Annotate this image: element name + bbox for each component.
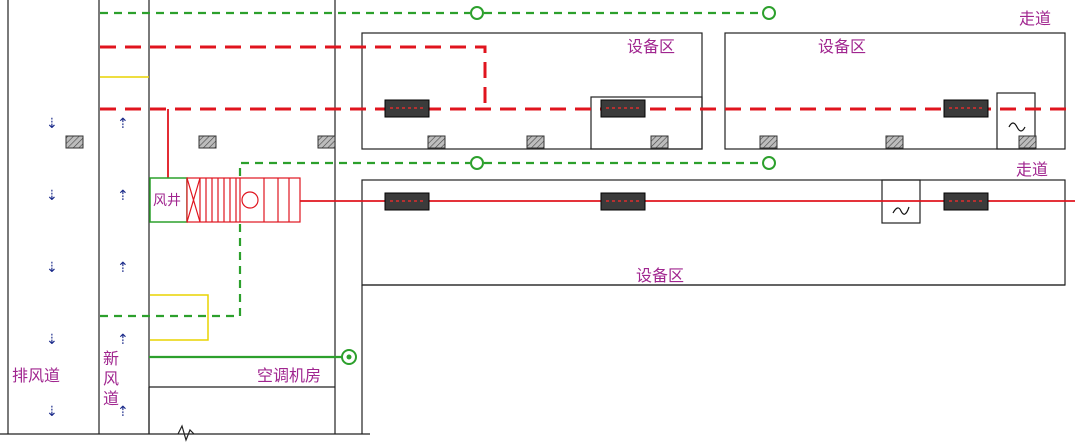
equipment-zone-label: 设备区: [627, 37, 675, 56]
green-valve-icons: [470, 6, 776, 170]
fan-coil-unit: [943, 192, 989, 211]
green-solid-pipe: [149, 349, 357, 365]
red-dashed-pipes: [100, 45, 1075, 111]
labels: 排风道 新 风 道 风井 空调机房 设备区 设备区 设备区 走道 走道: [12, 9, 1051, 408]
fresh-air-duct-label-3: 道: [103, 389, 119, 408]
fresh-air-arrow-icon: ⇡: [117, 188, 129, 204]
fresh-air-arrow-icon: ⇡: [117, 116, 129, 132]
yellow-lines: [100, 76, 209, 341]
fresh-air-arrow-icon: ⇡: [117, 404, 129, 420]
corridor-label: 走道: [1016, 160, 1048, 179]
fan-coil-unit: [384, 99, 430, 118]
fan-coil-units: [384, 99, 989, 211]
fan-coil-unit: [943, 99, 989, 118]
corridor-label: 走道: [1019, 9, 1051, 28]
fresh-air-duct-label-1: 新: [103, 349, 119, 368]
fresh-air-arrow-icon: ⇡: [117, 332, 129, 348]
fresh-air-duct-label-2: 风: [103, 369, 119, 388]
equipment-zone-label: 设备区: [636, 266, 684, 285]
fresh-air-arrows: ⇡ ⇡ ⇡ ⇡ ⇡: [117, 116, 129, 420]
exhaust-arrow-icon: ⇣: [46, 332, 58, 348]
fan-coil-unit: [600, 99, 646, 118]
exhaust-arrow-icon: ⇣: [46, 116, 58, 132]
green-dashed-pipes: [100, 11, 762, 318]
hatched-columns: [65, 135, 1037, 149]
exhaust-duct-label: 排风道: [12, 366, 60, 385]
exhaust-arrow-icon: ⇣: [46, 188, 58, 204]
air-handling-unit: [186, 177, 301, 223]
equipment-zone-label: 设备区: [818, 37, 866, 56]
exhaust-arrow-icon: ⇣: [46, 404, 58, 420]
exhaust-arrows: ⇣ ⇣ ⇣ ⇣ ⇣: [46, 116, 58, 420]
exhaust-arrow-icon: ⇣: [46, 260, 58, 276]
equipment-rooms: [361, 32, 1066, 286]
air-shaft-label: 风井: [153, 193, 181, 209]
wave-icons: [892, 122, 1026, 215]
red-solid-pipes: [167, 109, 1075, 202]
ac-room-label: 空调机房: [257, 366, 321, 385]
fan-coil-unit: [600, 192, 646, 211]
fresh-air-arrow-icon: ⇡: [117, 260, 129, 276]
fan-coil-unit: [384, 192, 430, 211]
